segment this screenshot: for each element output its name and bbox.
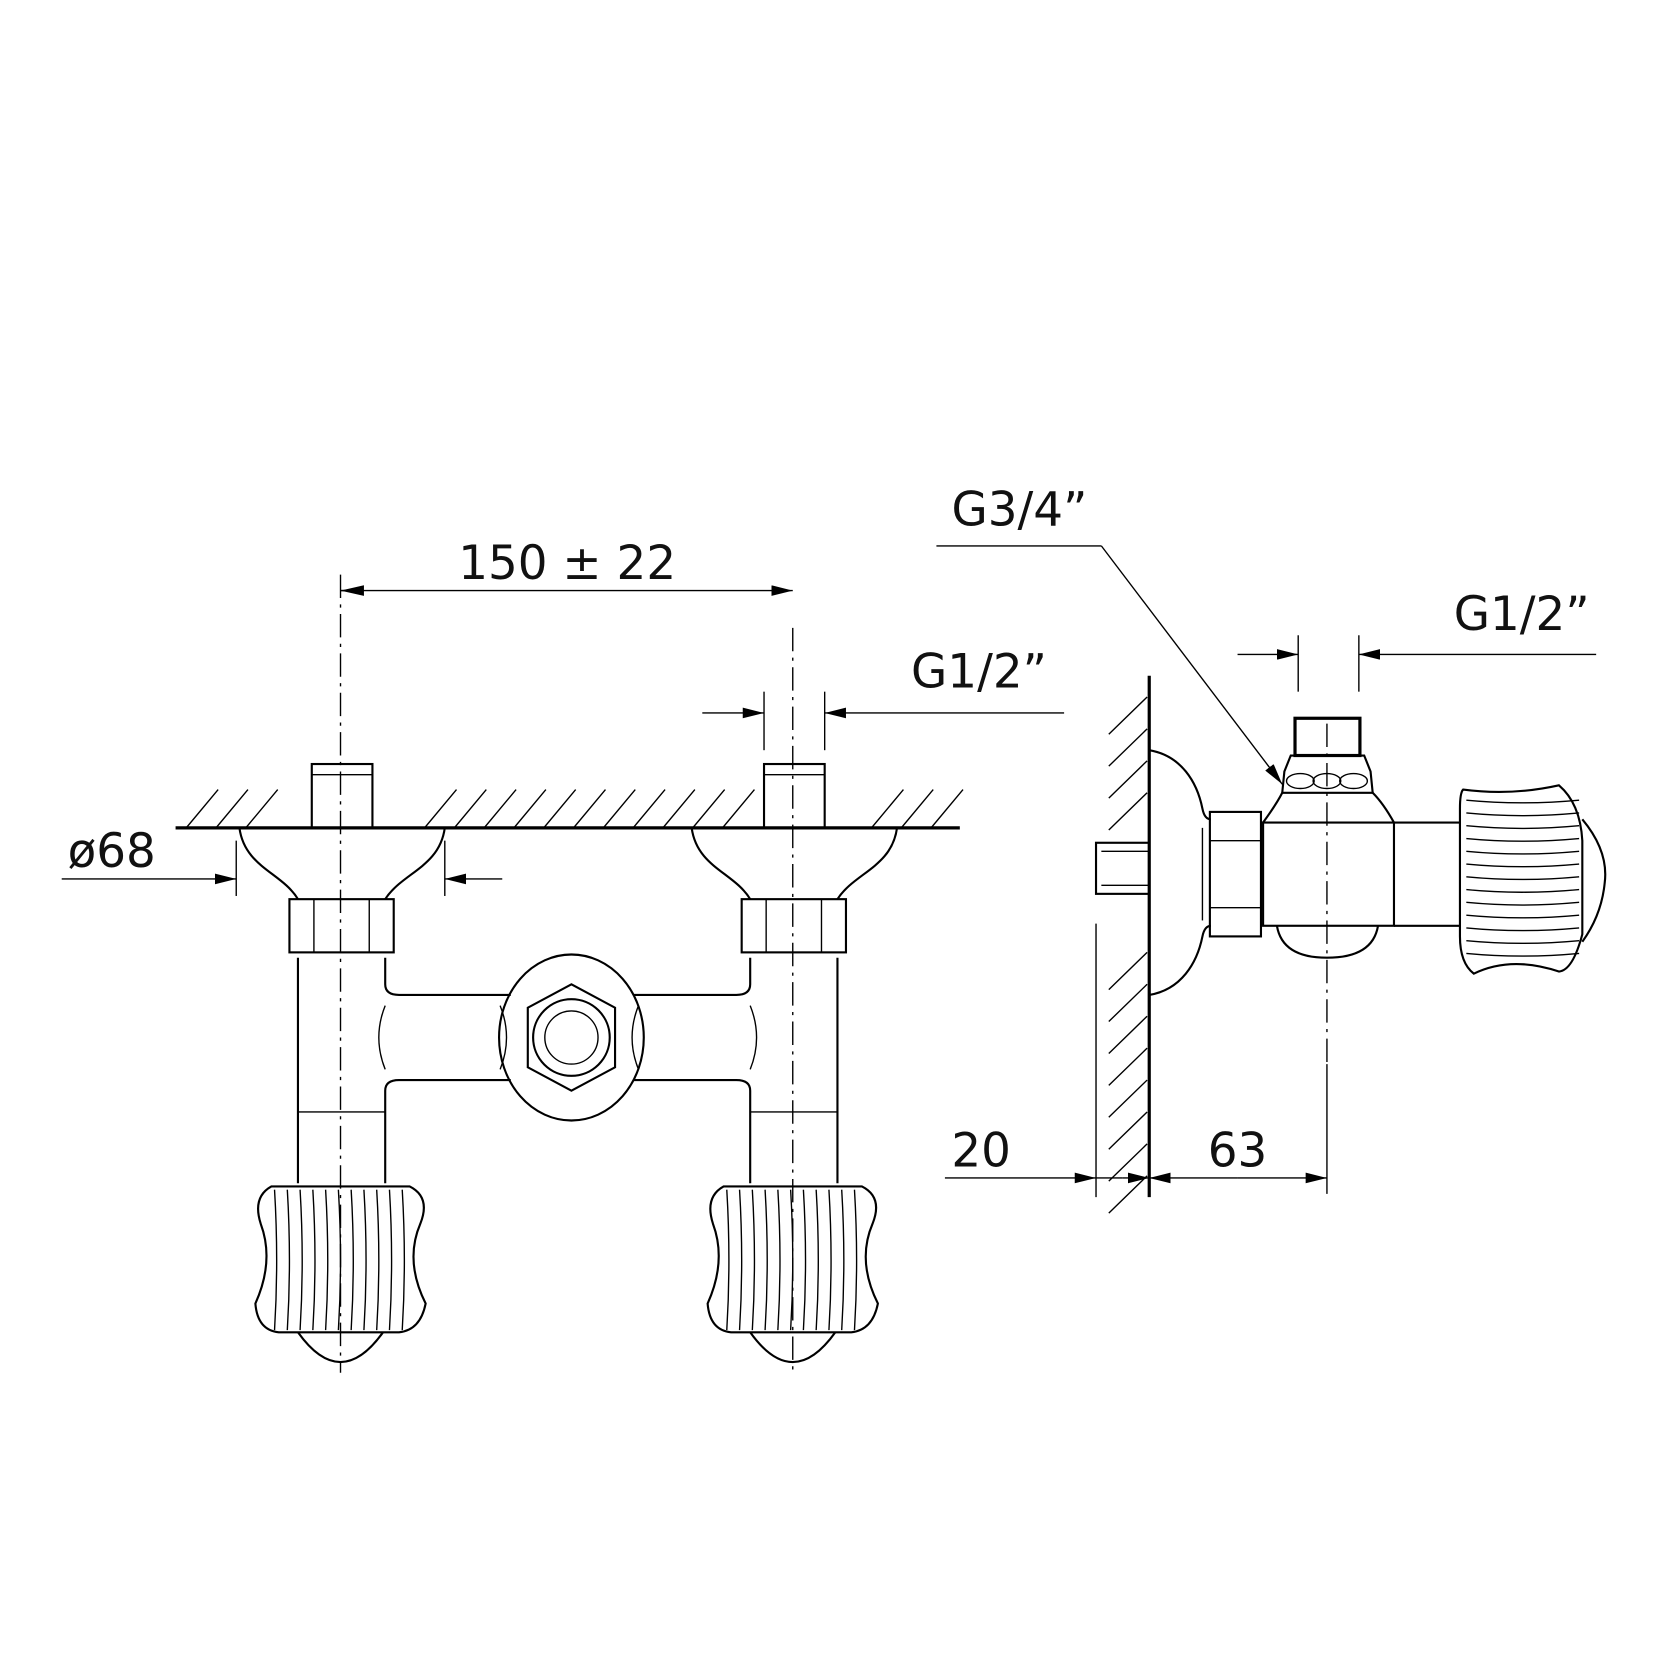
dimension-depths: 20 63 [944, 1064, 1328, 1194]
hatch-line [1108, 1143, 1148, 1182]
handle-rib [789, 1189, 794, 1331]
wall-line [175, 789, 964, 830]
stud-left [310, 762, 374, 829]
handle-rib [312, 1189, 316, 1331]
handle-rib [401, 1189, 406, 1331]
dimension-center-distance: 150 ± 22 [340, 537, 793, 596]
handle-rib [751, 1189, 756, 1331]
hatch-line [483, 789, 517, 829]
handle-rib [1466, 825, 1580, 830]
handle-rib [1466, 952, 1580, 957]
handle-rib [324, 1189, 329, 1331]
front-view: 150 ± 22 G1/2” ø68 [61, 537, 1065, 1373]
side-stud [1094, 841, 1151, 895]
projection-label: 63 [1208, 1124, 1268, 1178]
wall-section [1095, 675, 1151, 1214]
escutcheon-left [238, 827, 446, 900]
handle-rib [388, 1189, 393, 1331]
annotation-outlet-thread: G3/4” [936, 484, 1283, 785]
hatch-line [453, 789, 487, 829]
hatch-line [573, 789, 607, 829]
handle-rib [853, 1189, 858, 1331]
side-view: G3/4” G1/2” 20 63 [936, 484, 1607, 1214]
handle-rib [337, 1189, 342, 1331]
handle-rib [764, 1189, 768, 1331]
hatch-line [185, 789, 219, 829]
hatch-line [215, 789, 249, 829]
side-escutcheon [1149, 749, 1212, 996]
hatch-line [692, 789, 726, 829]
side-nut [1201, 810, 1263, 938]
handle-rib [363, 1189, 367, 1331]
handle-right [706, 1185, 879, 1364]
handle-rib [815, 1189, 819, 1331]
handle-rib [1466, 837, 1580, 842]
handle-rib [1466, 901, 1580, 906]
handle-rib [1466, 863, 1580, 868]
dimension-inlet-thread-side: G1/2” [1237, 588, 1597, 692]
hatch-line [1108, 696, 1148, 735]
handle-rib [376, 1189, 380, 1331]
hatch-line [1108, 951, 1148, 991]
hatch-line [1108, 1047, 1148, 1086]
handle-left [254, 1185, 427, 1364]
handle-rib [738, 1189, 743, 1331]
handle-rib [1466, 799, 1580, 804]
hatch-line [1108, 1111, 1148, 1150]
hatch-line [1108, 1079, 1148, 1118]
hatch-line [424, 789, 458, 829]
hatch-line [1108, 1015, 1148, 1054]
dimension-escutcheon-diameter: ø68 [61, 825, 503, 896]
center-distance-label: 150 ± 22 [458, 537, 676, 591]
hatch-line [543, 789, 577, 829]
handle-rib [841, 1189, 845, 1331]
hatch-line [721, 789, 755, 829]
side-valve-body [1262, 716, 1460, 959]
hatch-line [1108, 1175, 1148, 1214]
hatch-line [245, 789, 279, 829]
handle-rib [1466, 927, 1580, 932]
centerlines [339, 574, 794, 1373]
inlet-thread-front-label: G1/2” [911, 645, 1047, 699]
hatch-line [870, 789, 904, 829]
nut-right [740, 898, 848, 954]
inlet-thread-side-label: G1/2” [1454, 588, 1590, 642]
stud-right [762, 762, 826, 829]
hatch-line [900, 789, 934, 829]
dimension-inlet-thread-front: G1/2” [702, 645, 1065, 751]
handle-rib [802, 1189, 807, 1331]
nut-left [288, 898, 395, 954]
hatch-line [1108, 792, 1148, 831]
hatch-line [632, 789, 666, 829]
wall-offset-label: 20 [951, 1124, 1011, 1178]
hatch-line [602, 789, 636, 829]
handle-rib [1466, 876, 1580, 881]
outlet-thread-label: G3/4” [951, 484, 1087, 538]
handle-rib [299, 1189, 303, 1331]
hatch-line [662, 789, 696, 829]
hatch-line [930, 789, 964, 829]
escutcheon-diameter-label: ø68 [68, 825, 156, 879]
handle-rib [777, 1189, 781, 1331]
hatch-line [1108, 983, 1148, 1023]
handle-rib [726, 1189, 730, 1331]
handle-rib [1466, 812, 1580, 817]
hatch-line [1108, 728, 1148, 767]
hatch-line [513, 789, 547, 829]
mixer-body [296, 953, 839, 1184]
handle-rib [1466, 939, 1580, 944]
handle-rib [350, 1189, 354, 1331]
handle-rib [273, 1189, 278, 1331]
handle-rib [286, 1189, 291, 1331]
handle-rib [1466, 914, 1580, 919]
hatch-line [1108, 760, 1148, 799]
handle-rib [828, 1189, 832, 1331]
side-handle [1458, 784, 1607, 975]
handle-rib [1466, 850, 1580, 855]
escutcheon-right [690, 827, 899, 900]
handle-rib [1466, 888, 1580, 893]
